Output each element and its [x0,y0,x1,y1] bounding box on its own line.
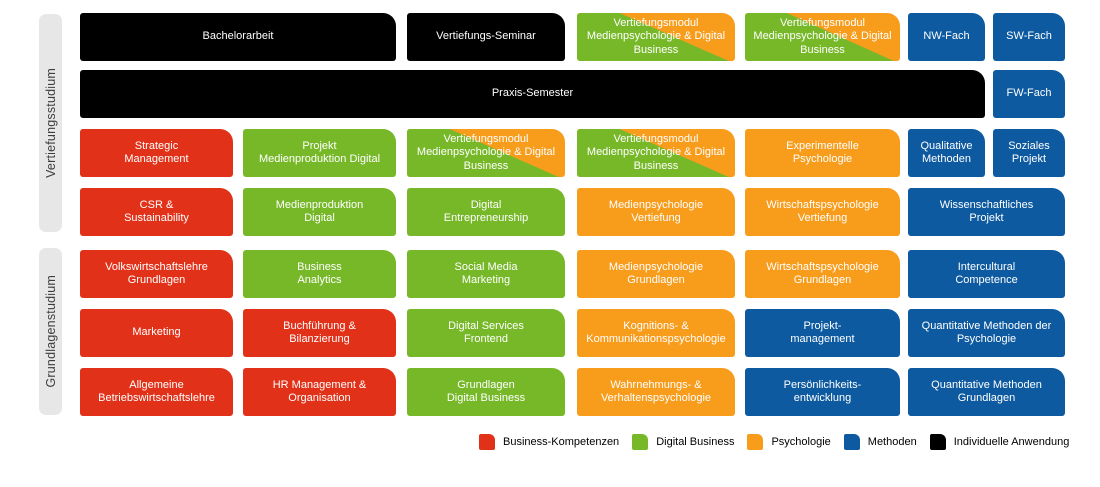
legend: Business-Kompetenzen Digital Business Psyc… [479,433,1069,451]
module-qualitative: Qualitative Methoden [908,129,985,177]
module-digital: Digital Entrepreneurship [407,188,565,236]
module-marketing: Marketing [80,309,233,357]
section-label-grundlagenstudium: Grundlagenstudium [43,275,58,388]
module-vertiefungsmodul: Vertiefungsmodul Medienpsychologie & Dig… [577,129,735,177]
module-label: Wissenschaftliches Projekt [939,198,1034,224]
legend-swatch-psychologie [747,434,764,450]
module-volkswirtschaftslehre: Volkswirtschaftslehre Grundlagen [80,250,233,298]
module-label: Vertiefungsmodul Medienpsychologie & Dig… [586,133,726,172]
module-kognitions: Kognitions- & Kommunikationspsychologie [577,309,735,357]
legend-swatch-individuelle-anwendung [929,434,946,450]
module-label: Projekt- management [790,319,855,345]
section-bar-grundlagenstudium: Grundlagenstudium [39,248,62,415]
module-label: Projekt Medienproduktion Digital [258,139,381,165]
module-label: Volkswirtschaftslehre Grundlagen [105,260,208,286]
module-social-media: Social Media Marketing [407,250,565,298]
module-quantitative-methoden-der: Quantitative Methoden der Psychologie [908,309,1065,357]
module-label: Quantitative Methoden Grundlagen [931,378,1042,404]
legend-swatch-business-kompetenzen [479,434,495,450]
module-medienpsychologie: Medienpsychologie Grundlagen [577,250,735,298]
module-vertiefungsmodul: Vertiefungsmodul Medienpsychologie & Dig… [745,13,900,61]
module-projekt: Projekt- management [745,309,900,357]
module-label: HR Management & Organisation [272,378,367,404]
module-label: Social Media Marketing [454,260,518,286]
module-vertiefungs-seminar: Vertiefungs-Seminar [407,13,565,61]
module-experimentelle: Experimentelle Psychologie [745,129,900,177]
module-label: Vertiefungsmodul Medienpsychologie & Dig… [586,17,726,56]
module-label: Marketing [132,326,181,339]
module-label: Vertiefungsmodul Medienpsychologie & Dig… [416,133,556,172]
module-label: Medienpsychologie Vertiefung [608,198,704,224]
module-label: Grundlagen Digital Business [446,378,526,404]
module-bachelorarbeit: Bachelorarbeit [80,13,396,61]
module-label: Kognitions- & Kommunikationspsychologie [586,319,726,345]
module-sw-fach: SW-Fach [993,13,1065,61]
module-allgemeine: Allgemeine Betriebswirtschaftslehre [80,368,233,416]
module-wahrnehmungs: Wahrnehmungs- & Verhaltenspsychologie [577,368,735,416]
module-label: Medienproduktion Digital [275,198,364,224]
module-label: Allgemeine Betriebswirtschaftslehre [98,378,215,404]
module-grundlagen: Grundlagen Digital Business [407,368,565,416]
legend-label: Digital Business [656,436,735,448]
module-nw-fach: NW-Fach [908,13,985,61]
module-hr-management: HR Management & Organisation [243,368,396,416]
module-label: Buchführung & Bilanzierung [283,319,356,345]
module-wirtschaftspsychologie: Wirtschaftspsychologie Grundlagen [745,250,900,298]
module-label: Persönlichkeits- entwicklung [783,378,862,404]
module-label: CSR & Sustainability [124,198,189,224]
legend-label: Methoden [867,436,917,448]
module-label: FW-Fach [1006,87,1052,100]
legend-swatch-methoden [843,434,860,450]
legend-label: Individuelle Anwendung [953,436,1070,448]
module-business: Business Analytics [243,250,396,298]
module-intercultural: Intercultural Competence [908,250,1065,298]
module-label: Digital Services Frontend [448,319,524,345]
section-label-vertiefungsstudium: Vertiefungsstudium [43,68,58,178]
module-label: Vertiefungsmodul Medienpsychologie & Dig… [753,17,892,56]
legend-item-methoden: Methoden [843,434,917,450]
module-praxis-semester: Praxis-Semester [80,70,985,118]
module-label: Digital Entrepreneurship [443,198,529,224]
legend-label: Psychologie [771,436,831,448]
legend-item-digital-business: Digital Business [632,434,734,450]
module-csr: CSR & Sustainability [80,188,233,236]
module-label: Bachelorarbeit [202,30,274,43]
module-label: Wahrnehmungs- & Verhaltenspsychologie [600,378,712,404]
module-label: Experimentelle Psychologie [786,139,859,165]
legend-swatch-digital-business [632,434,649,450]
module-label: Business Analytics [297,260,342,286]
module-label: Vertiefungs-Seminar [436,30,536,43]
module-label: Soziales Projekt [1008,139,1050,165]
legend-item-psychologie: Psychologie [747,434,831,450]
module-label: Wirtschaftspsychologie Grundlagen [766,260,879,286]
module-medienproduktion: Medienproduktion Digital [243,188,396,236]
legend-label: Business-Kompetenzen [503,436,620,448]
module-label: Strategic Management [124,139,189,165]
module-wissenschaftliches: Wissenschaftliches Projekt [908,188,1065,236]
module-medienpsychologie: Medienpsychologie Vertiefung [577,188,735,236]
module-fw-fach: FW-Fach [993,70,1065,118]
module-vertiefungsmodul: Vertiefungsmodul Medienpsychologie & Dig… [577,13,735,61]
module-label: Intercultural Competence [955,260,1018,286]
module-label: Qualitative Methoden [920,139,973,165]
module-label: SW-Fach [1006,30,1052,43]
legend-item-individuelle-anwendung: Individuelle Anwendung [929,434,1070,450]
module-wirtschaftspsychologie: Wirtschaftspsychologie Vertiefung [745,188,900,236]
module-strategic: Strategic Management [80,129,233,177]
module-digital-services: Digital Services Frontend [407,309,565,357]
module-pers-nlichkeits: Persönlichkeits- entwicklung [745,368,900,416]
module-projekt: Projekt Medienproduktion Digital [243,129,396,177]
module-vertiefungsmodul: Vertiefungsmodul Medienpsychologie & Dig… [407,129,565,177]
module-label: Wirtschaftspsychologie Vertiefung [766,198,879,224]
module-quantitative-methoden: Quantitative Methoden Grundlagen [908,368,1065,416]
section-bar-vertiefungsstudium: Vertiefungsstudium [39,14,62,232]
module-label: Medienpsychologie Grundlagen [608,260,704,286]
module-label: Praxis-Semester [491,87,574,100]
module-label: NW-Fach [923,30,970,43]
module-soziales: Soziales Projekt [993,129,1065,177]
module-buchf-hrung: Buchführung & Bilanzierung [243,309,396,357]
module-label: Quantitative Methoden der Psychologie [921,319,1052,345]
legend-item-business-kompetenzen: Business-Kompetenzen [479,434,619,450]
